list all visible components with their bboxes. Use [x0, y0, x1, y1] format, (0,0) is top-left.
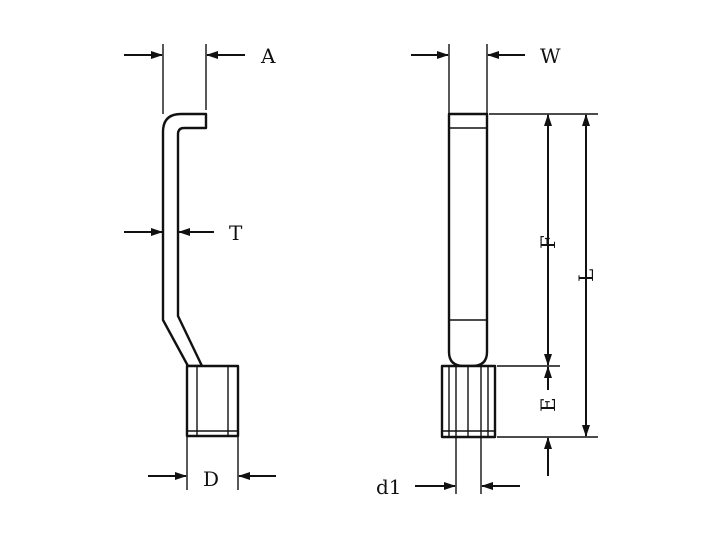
label-t: T: [229, 221, 243, 245]
label-f: F: [536, 235, 560, 249]
label-e: E: [536, 397, 560, 412]
dimension-f: F: [536, 114, 560, 366]
dimension-a: A: [124, 44, 276, 114]
label-a: A: [260, 44, 276, 68]
front-view-tongue: [447, 112, 489, 368]
label-w: W: [540, 44, 561, 68]
dimension-e: E: [536, 366, 560, 476]
side-view: A T D: [124, 44, 276, 491]
side-view-strip: [161, 112, 208, 368]
front-view: W F L E d1: [376, 44, 598, 499]
label-d1: d1: [376, 475, 402, 499]
label-l: L: [574, 269, 598, 282]
dimension-d1: d1: [376, 438, 520, 499]
dimension-d: D: [148, 436, 276, 491]
label-d: D: [203, 467, 219, 491]
dimension-l: L: [574, 114, 598, 437]
dimension-t: T: [124, 221, 243, 245]
side-view-barrel: [185, 364, 240, 438]
dimension-w: W: [411, 44, 561, 114]
